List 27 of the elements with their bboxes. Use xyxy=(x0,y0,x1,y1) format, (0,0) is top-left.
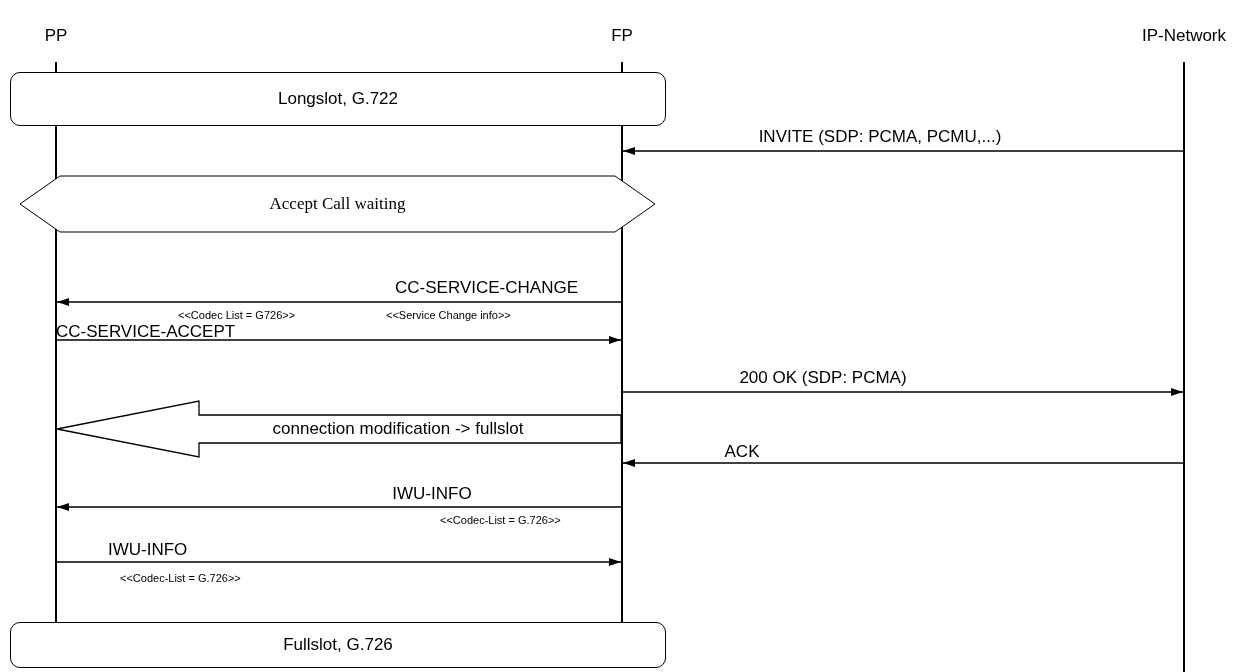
parameter-note: <<Codec-List = G.726>> xyxy=(120,573,241,584)
message-label: ACK xyxy=(724,443,760,460)
message-arrow xyxy=(56,558,622,566)
state-box: Longslot, G.722 xyxy=(10,72,666,126)
parameter-note: <<Codec List = G726>> xyxy=(178,310,296,321)
message-label: 200 OK (SDP: PCMA) xyxy=(739,369,907,386)
block-arrow xyxy=(56,400,622,458)
message-arrow xyxy=(622,459,1184,467)
message-label: IWU-INFO xyxy=(108,541,188,558)
participant-name: PP xyxy=(44,26,68,46)
message-label: CC-SERVICE-ACCEPT xyxy=(56,323,236,340)
message-label: INVITE (SDP: PCMA, PCMU,...) xyxy=(758,128,1002,145)
message-arrow xyxy=(622,147,1184,155)
parameter-note: <<Codec-List = G.726>> xyxy=(440,515,561,526)
message-arrow xyxy=(56,298,622,306)
message-arrow xyxy=(56,336,622,344)
lifeline xyxy=(1183,62,1185,672)
message-arrow xyxy=(56,503,622,511)
message-arrow xyxy=(622,388,1184,396)
condition-text: Accept Call waiting xyxy=(269,194,406,214)
participant-name: IP-Network xyxy=(1141,26,1227,46)
message-label: IWU-INFO xyxy=(392,485,472,502)
participant-name: FP xyxy=(611,26,633,46)
state-box: Fullslot, G.726 xyxy=(10,622,666,668)
message-label: connection modification -> fullslot xyxy=(272,420,524,437)
parameter-note: <<Service Change info>> xyxy=(386,310,511,321)
message-label: CC-SERVICE-CHANGE xyxy=(395,279,578,296)
